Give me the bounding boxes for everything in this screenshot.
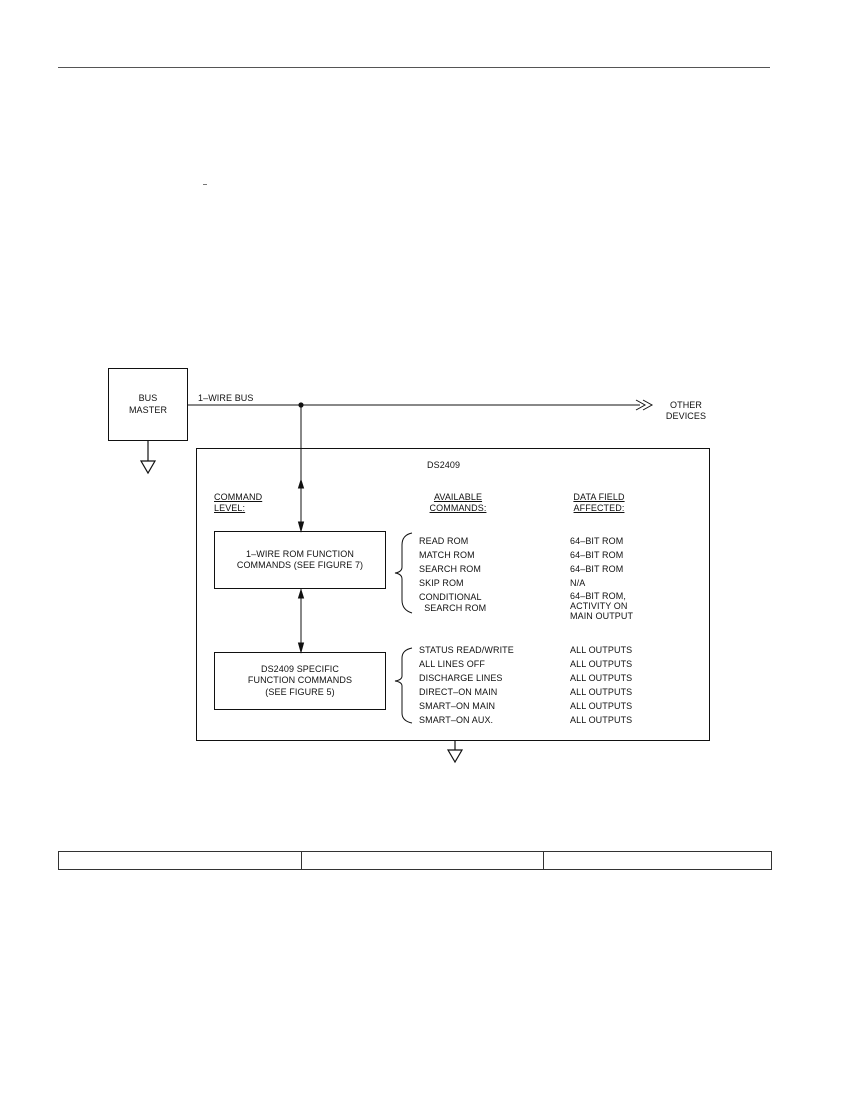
rom-to-specific-arrow — [297, 588, 305, 654]
specific-function-label: DS2409 SPECIFIC FUNCTION COMMANDS (SEE F… — [247, 664, 353, 697]
specific-affected: ALL OUTPUTS — [570, 687, 633, 697]
specific-command: SMART–ON MAIN — [419, 701, 496, 711]
rom-brace-icon — [394, 532, 413, 614]
rom-command: SEARCH ROM — [419, 564, 482, 574]
table-cell — [543, 851, 772, 870]
table-cell — [58, 851, 302, 870]
device-title: DS2409 — [427, 460, 461, 470]
bus-master-label: BUS MASTER — [128, 393, 168, 415]
rom-function-box: 1–WIRE ROM FUNCTION COMMANDS (SEE FIGURE… — [214, 531, 386, 589]
other-devices-label: OTHER DEVICES — [665, 400, 707, 422]
specific-command: STATUS READ/WRITE — [419, 645, 514, 655]
bus-master-box: BUS MASTER — [108, 368, 188, 441]
header-data-field-affected: DATA FIELD AFFECTED: — [573, 492, 625, 514]
rom-command: SKIP ROM — [419, 578, 464, 588]
rom-affected: N/A — [570, 578, 586, 588]
specific-affected: ALL OUTPUTS — [570, 659, 633, 669]
specific-affected: ALL OUTPUTS — [570, 701, 633, 711]
header-rule — [58, 67, 770, 68]
bus-arrow-icon — [635, 399, 654, 411]
specific-command: DIRECT–ON MAIN — [419, 687, 498, 697]
specific-command: SMART–ON AUX. — [419, 715, 494, 725]
rom-affected: 64–BIT ROM, ACTIVITY ON MAIN OUTPUT — [570, 591, 634, 621]
rom-command: READ ROM — [419, 536, 469, 546]
specific-brace-icon — [394, 647, 413, 724]
specific-command: DISCHARGE LINES — [419, 673, 503, 683]
header-command-level: COMMAND LEVEL: — [214, 492, 263, 514]
rom-affected: 64–BIT ROM — [570, 564, 624, 574]
specific-affected: ALL OUTPUTS — [570, 715, 633, 725]
bus-master-ground-icon — [139, 441, 157, 475]
rom-affected: 64–BIT ROM — [570, 550, 624, 560]
specific-affected: ALL OUTPUTS — [570, 645, 633, 655]
table-row — [58, 851, 772, 870]
header-available-commands: AVAILABLE COMMANDS: — [429, 492, 487, 514]
device-ground-icon — [446, 741, 464, 764]
rom-affected: 64–BIT ROM — [570, 536, 624, 546]
footer-table — [58, 851, 772, 870]
stray-mark — [203, 184, 207, 185]
specific-function-box: DS2409 SPECIFIC FUNCTION COMMANDS (SEE F… — [214, 652, 386, 710]
wire-bus-label: 1–WIRE BUS — [198, 393, 254, 403]
rom-command: CONDITIONAL SEARCH ROM — [419, 592, 487, 614]
bus-to-rom-arrow — [297, 405, 305, 533]
ds2409-device-box — [196, 448, 710, 741]
rom-function-label: 1–WIRE ROM FUNCTION COMMANDS (SEE FIGURE… — [236, 548, 364, 570]
specific-command: ALL LINES OFF — [419, 659, 485, 669]
rom-command: MATCH ROM — [419, 550, 475, 560]
table-cell — [301, 851, 544, 870]
specific-affected: ALL OUTPUTS — [570, 673, 633, 683]
